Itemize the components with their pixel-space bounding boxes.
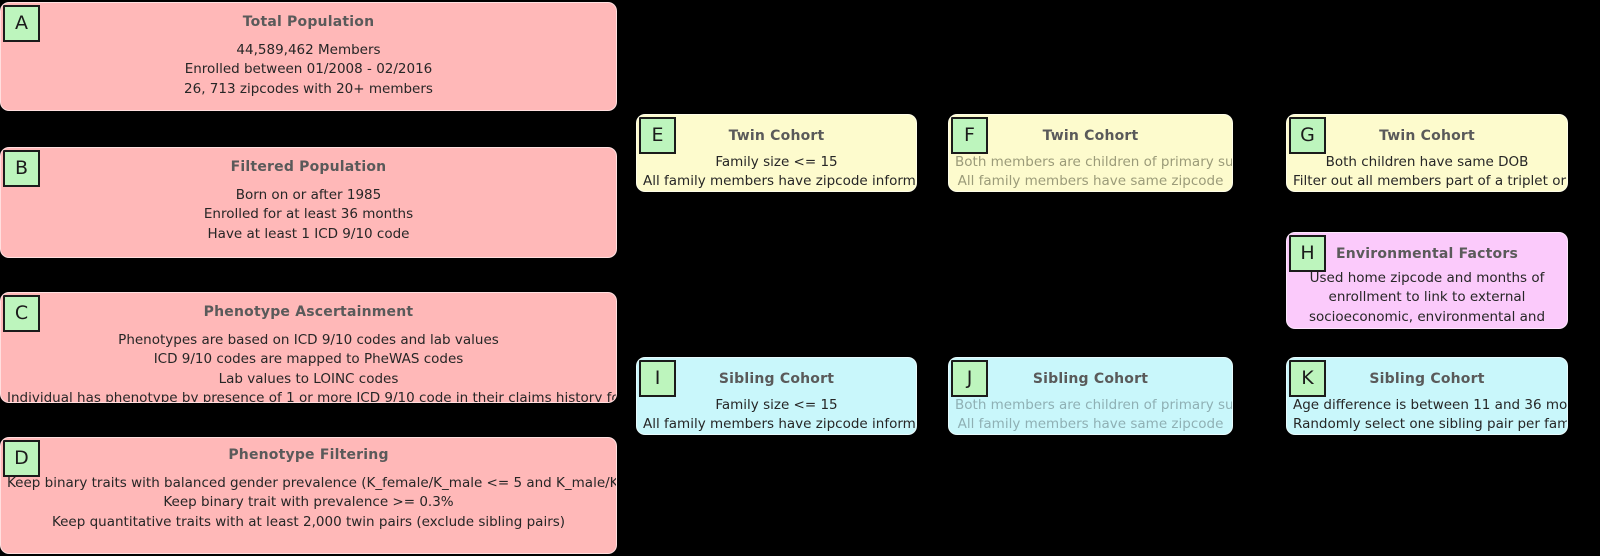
step-box-k[interactable]: K Sibling Cohort Age difference is betwe… — [1286, 357, 1568, 435]
step-badge-e: E — [639, 117, 676, 154]
step-body-line: All family members have same zipcode — [957, 416, 1224, 433]
step-box-b[interactable]: B Filtered Population Born on or after 1… — [0, 147, 617, 258]
step-body-line: Both children have same DOB — [1325, 154, 1529, 170]
step-body-line: Keep binary traits with balanced gender … — [7, 475, 616, 491]
step-title-j: Sibling Cohort — [1032, 371, 1149, 387]
step-body-line: Both members are children of primary sub… — [955, 397, 1233, 413]
step-badge-d: D — [3, 440, 40, 477]
step-body-j: Both members are children of primary sub… — [949, 396, 1233, 434]
step-body-line: Enrolled between 01/2008 - 02/2016 — [184, 61, 433, 78]
step-body-line: ICD 9/10 codes are mapped to PheWAS code… — [153, 351, 464, 368]
step-body-b: Born on or after 1985 Enrolled for at le… — [1, 186, 616, 244]
step-body-line: Individual has phenotype by presence of … — [7, 389, 616, 403]
step-body-line: Both members are children of primary sub… — [955, 154, 1233, 170]
step-body-line: Lab values to LOINC codes — [218, 370, 399, 387]
step-body-g: Both children have same DOB Filter out a… — [1287, 153, 1567, 191]
step-body-f: Both members are children of primary sub… — [949, 153, 1233, 191]
step-title-d: Phenotype Filtering — [228, 447, 389, 463]
step-title-g: Twin Cohort — [1379, 128, 1475, 144]
step-badge-g: G — [1289, 117, 1326, 154]
step-body-line: Keep quantitative traits with at least 2… — [51, 513, 566, 530]
step-badge-a: A — [3, 5, 40, 42]
step-box-g[interactable]: G Twin Cohort Both children have same DO… — [1286, 114, 1568, 192]
step-box-f[interactable]: F Twin Cohort Both members are children … — [948, 114, 1233, 192]
step-body-line: Age difference is between 11 and 36 mont… — [1293, 397, 1568, 413]
step-title-c: Phenotype Ascertainment — [203, 304, 414, 320]
step-badge-j: J — [951, 360, 988, 397]
step-body-line: Born on or after 1985 — [235, 187, 382, 203]
step-body-line: Enrolled for at least 36 months — [203, 206, 414, 223]
step-body-h: Used home zipcode and months of enrollme… — [1287, 269, 1567, 328]
step-title-f: Twin Cohort — [1042, 128, 1139, 144]
step-badge-f: F — [951, 117, 988, 154]
step-title-b: Filtered Population — [230, 159, 387, 175]
step-title-h: Environmental Factors — [1335, 246, 1519, 262]
step-badge-c: C — [3, 295, 40, 332]
step-box-h[interactable]: H Environmental Factors Used home zipcod… — [1286, 232, 1568, 329]
step-body-line: Phenotypes are based on ICD 9/10 codes a… — [118, 332, 499, 348]
step-body-a: 44,589,462 Members Enrolled between 01/2… — [1, 41, 616, 99]
step-body-line: Keep binary trait with prevalence >= 0.3… — [163, 494, 454, 511]
step-box-c[interactable]: C Phenotype Ascertainment Phenotypes are… — [0, 292, 617, 403]
step-body-line: All family members have zipcode informat… — [643, 173, 916, 190]
step-box-a[interactable]: A Total Population 44,589,462 Members En… — [0, 2, 617, 111]
step-body-d: Keep binary traits with balanced gender … — [1, 474, 616, 532]
step-body-e: Family size <= 15 All family members hav… — [637, 153, 916, 191]
step-body-k: Age difference is between 11 and 36 mont… — [1287, 396, 1568, 434]
step-body-line: Used home zipcode and months of enrollme… — [1308, 270, 1546, 328]
step-body-line: All family members have zipcode informat… — [643, 416, 916, 433]
step-body-line: All family members have same zipcode — [957, 173, 1224, 190]
step-box-d[interactable]: D Phenotype Filtering Keep binary traits… — [0, 437, 617, 554]
step-body-line: Family size <= 15 — [715, 154, 838, 170]
step-badge-i: I — [639, 360, 676, 397]
step-body-i: Family size <= 15 All family members hav… — [637, 396, 916, 434]
step-body-line: Filter out all members part of a triplet… — [1293, 173, 1567, 190]
step-title-i: Sibling Cohort — [718, 371, 835, 387]
step-title-a: Total Population — [242, 14, 375, 30]
step-title-k: Sibling Cohort — [1369, 371, 1485, 387]
step-box-e[interactable]: E Twin Cohort Family size <= 15 All fami… — [636, 114, 917, 192]
step-body-line: Have at least 1 ICD 9/10 code — [207, 225, 410, 242]
step-box-i[interactable]: I Sibling Cohort Family size <= 15 All f… — [636, 357, 917, 435]
step-badge-b: B — [3, 150, 40, 187]
step-badge-h: H — [1289, 235, 1326, 272]
step-body-c: Phenotypes are based on ICD 9/10 codes a… — [1, 331, 616, 403]
step-badge-k: K — [1289, 360, 1326, 397]
step-box-j[interactable]: J Sibling Cohort Both members are childr… — [948, 357, 1233, 435]
step-body-line: Family size <= 15 — [715, 397, 838, 413]
step-body-line: 44,589,462 Members — [236, 42, 381, 58]
step-body-line: Randomly select one sibling pair per fam… — [1293, 416, 1568, 433]
step-title-e: Twin Cohort — [728, 128, 825, 144]
step-body-line: 26, 713 zipcodes with 20+ members — [184, 80, 433, 97]
